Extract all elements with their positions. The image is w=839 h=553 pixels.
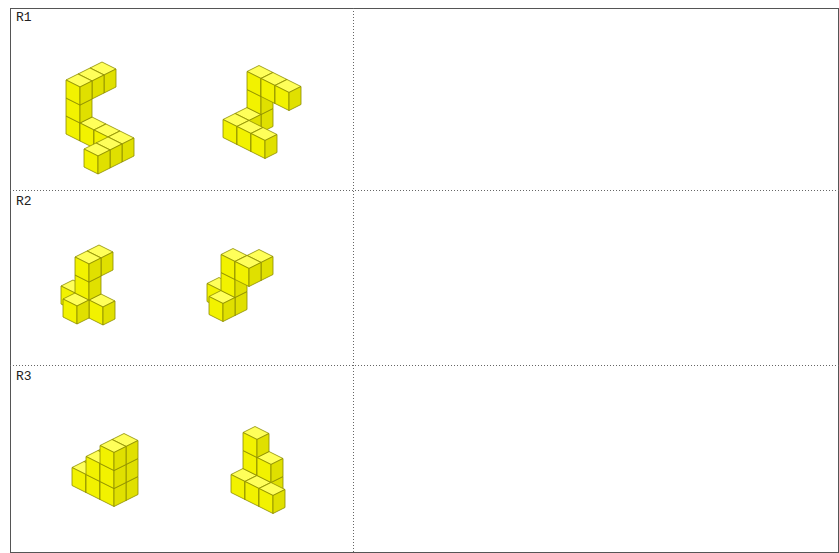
cube-face [86,457,100,482]
polycube-figure [72,434,138,507]
column-divider [353,8,354,553]
cube-face [80,123,94,148]
cube-face [100,446,114,471]
cube-face [89,258,101,282]
cube-face [257,458,271,483]
cube-face [98,150,110,174]
cube-face [261,79,275,104]
row-label: R2 [16,195,32,208]
cube-face [221,255,235,280]
cube-face [72,468,86,493]
cube-face [126,441,138,465]
cube-face [223,298,235,322]
cube-face [103,301,115,325]
cube-face [275,86,289,111]
cube-face [89,300,103,325]
row-label: R1 [16,11,32,24]
cube-face [247,72,261,97]
cube-face [273,490,285,514]
cube-face [63,299,77,324]
cube-face [66,80,80,105]
cube-face [249,263,261,287]
cube-face [251,134,265,159]
cube-face [265,135,277,159]
cube-face [122,138,134,162]
polycube-figure [223,66,301,159]
cube-face [110,144,122,168]
cube-face [223,120,237,145]
cube-face [237,127,251,152]
row-divider [10,365,839,366]
row-label: R3 [16,370,32,383]
cube-face [243,433,257,458]
polycube-figure [231,427,285,514]
cube-face [84,149,98,174]
cube-face [75,257,89,282]
cube-face [209,297,223,322]
cube-face [104,69,116,93]
cube-face [271,459,283,483]
cube-face [235,262,249,287]
table-border [11,9,839,553]
polycube-figure [61,245,115,325]
row-divider [10,190,839,191]
cube-face [231,475,245,500]
cube-face [261,257,273,281]
cube-face [259,489,273,514]
polycube-figure [207,249,273,322]
cube-face [92,75,104,99]
cube-face [289,87,301,111]
cube-face [114,447,126,471]
cube-face [257,434,269,458]
cube-face [80,81,92,105]
polycube-figure [66,62,134,174]
cube-face [77,300,89,324]
cube-face [245,482,259,507]
cube-face [101,252,113,276]
